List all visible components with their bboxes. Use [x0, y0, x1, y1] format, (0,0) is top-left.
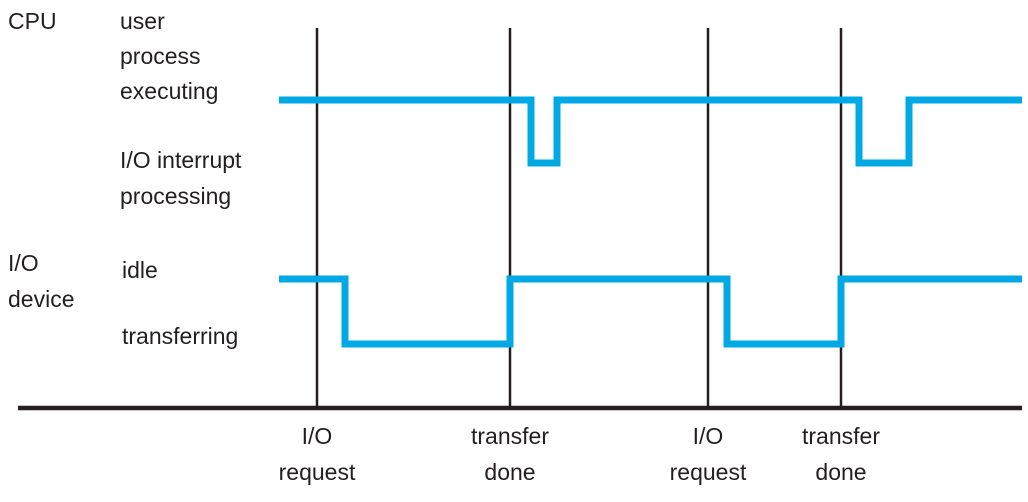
cpu-state-interrupt-label: I/O interrupt processing	[120, 147, 242, 209]
device-state-idle-label: idle	[122, 257, 158, 283]
row-label-io-device: I/O device	[8, 250, 75, 312]
cpu-state-executing-label: user process executing	[120, 8, 219, 104]
row-label-cpu: CPU	[8, 8, 57, 34]
event-label-io-request-1: I/O request	[278, 423, 356, 485]
cpu-waveform	[279, 96, 1022, 167]
device-waveform	[279, 275, 1022, 348]
device-state-transferring-label: transferring	[122, 323, 239, 349]
event-label-transfer-done-2: transfer done	[802, 423, 880, 485]
event-label-transfer-done-1: transfer done	[471, 423, 549, 485]
event-label-io-request-2: I/O request	[669, 423, 747, 485]
